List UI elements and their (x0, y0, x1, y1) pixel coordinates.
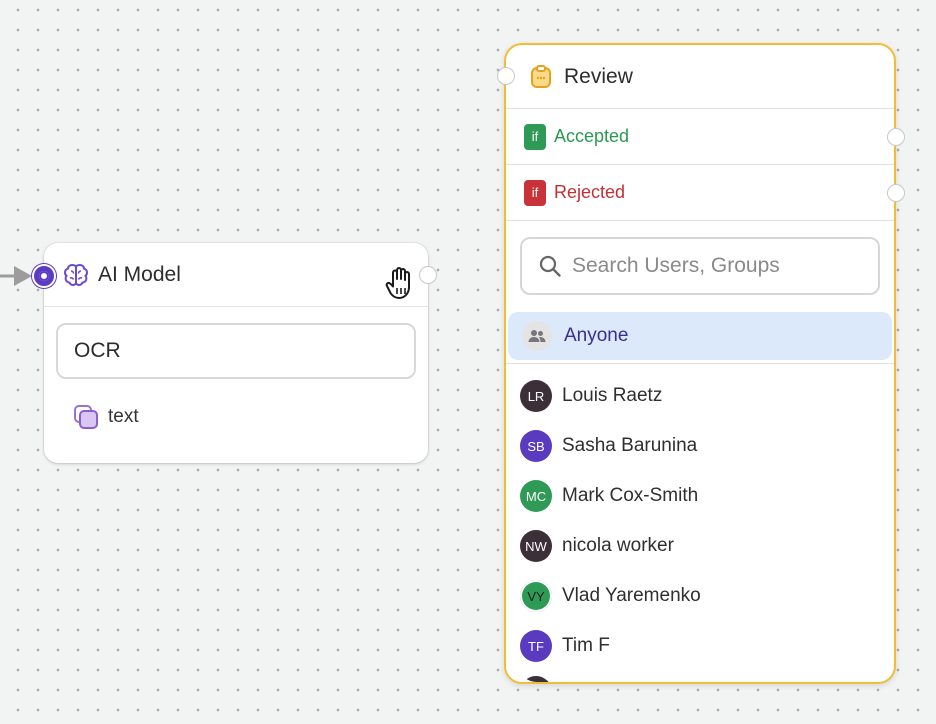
user-name: nicola worker (562, 535, 674, 556)
user-row[interactable]: NW nicola worker (520, 521, 894, 571)
avatar: NW (520, 530, 552, 562)
search-icon (539, 255, 561, 277)
output-handle[interactable] (419, 266, 437, 284)
if-badge: if (524, 123, 546, 150)
input-handle[interactable] (497, 67, 515, 85)
review-icon (531, 64, 551, 88)
search-box[interactable] (520, 237, 880, 295)
hand-cursor-icon (385, 267, 410, 299)
rejected-output-handle[interactable] (887, 184, 905, 202)
input-handle[interactable] (32, 264, 56, 288)
user-row[interactable]: MC Mark Cox-Smith (520, 471, 894, 521)
review-header[interactable]: Review (506, 45, 894, 109)
review-node[interactable]: Review if Accepted if Rejected Anyone (497, 43, 905, 684)
user-row[interactable] (520, 667, 894, 682)
user-row[interactable]: LR Louis Raetz (520, 371, 894, 421)
output-label: text (108, 406, 139, 427)
avatar: SB (520, 430, 552, 462)
layers-icon (74, 405, 98, 429)
group-icon (528, 330, 546, 342)
if-badge: if (524, 179, 546, 206)
branch-accepted[interactable]: if Accepted (506, 109, 905, 165)
avatar: LR (520, 380, 552, 412)
node-title: Review (564, 64, 633, 88)
search-input[interactable] (572, 254, 862, 278)
user-name: Tim F (562, 635, 610, 656)
user-row[interactable]: TF Tim F (520, 621, 894, 671)
ai-model-node[interactable]: AI Model OCR text (32, 243, 437, 463)
user-name: Mark Cox-Smith (562, 485, 699, 506)
brain-icon (63, 263, 89, 286)
ai-model-header[interactable]: AI Model (44, 243, 428, 307)
divider (506, 363, 894, 364)
group-avatar (522, 321, 552, 351)
user-list: LR Louis Raetz SB Sasha Barunina MC Mark… (520, 371, 894, 682)
user-name: Sasha Barunina (562, 435, 698, 456)
assignee-anyone[interactable]: Anyone (508, 312, 892, 360)
output-item[interactable]: text (72, 403, 139, 431)
user-row[interactable]: VY Vlad Yaremenko (520, 571, 894, 621)
branch-rejected[interactable]: if Rejected (506, 165, 905, 221)
model-select-field[interactable]: OCR (56, 323, 416, 379)
user-row[interactable]: SB Sasha Barunina (520, 421, 894, 471)
edge-arrow (0, 266, 32, 286)
avatar (520, 676, 552, 682)
user-name: Vlad Yaremenko (562, 585, 701, 606)
avatar: TF (520, 630, 552, 662)
branch-label: Rejected (554, 182, 626, 202)
accepted-output-handle[interactable] (887, 128, 905, 146)
user-name: Louis Raetz (562, 385, 663, 406)
model-value: OCR (74, 339, 121, 362)
avatar: VY (520, 580, 552, 612)
avatar: MC (520, 480, 552, 512)
branch-label: Accepted (554, 126, 630, 146)
node-title: AI Model (98, 262, 181, 286)
anyone-label: Anyone (564, 325, 629, 346)
